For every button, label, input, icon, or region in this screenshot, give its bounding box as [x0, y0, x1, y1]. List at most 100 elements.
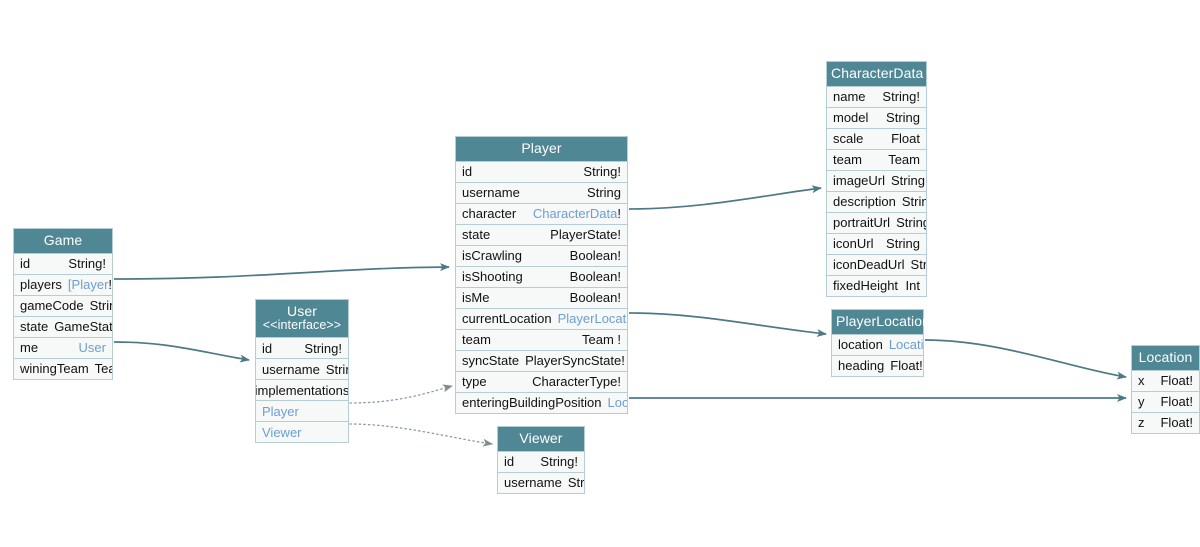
field-row[interactable]: z Float! [1132, 411, 1199, 433]
field-type: String [910, 257, 926, 273]
field-row[interactable]: Viewer [256, 421, 348, 443]
field-name: id [262, 340, 273, 356]
field-name: fixedHeight [833, 278, 899, 294]
field-name: enteringBuildingPosition [462, 395, 602, 411]
field-row[interactable]: gameCode String! [14, 294, 112, 316]
field-type: Float! [1160, 394, 1193, 410]
field-name: id [462, 164, 473, 180]
field-row[interactable]: isShooting Boolean! [456, 265, 627, 287]
edge-player-character-to-characterdata [628, 185, 822, 210]
field-name: state [20, 319, 49, 335]
field-name: x [1138, 373, 1145, 389]
field-type: Float! [1160, 373, 1193, 389]
field-type: String! [583, 164, 621, 180]
entity-header-characterdata: CharacterData [827, 62, 926, 86]
field-type: String [891, 173, 925, 189]
field-type: String! [68, 256, 106, 272]
field-name: players [20, 277, 62, 293]
field-name: isShooting [462, 269, 523, 285]
field-name: syncState [462, 353, 520, 369]
field-type: Int [905, 278, 920, 294]
entity-user[interactable]: User<<interface>>idString!usernameString… [255, 299, 349, 444]
field-type: Boolean! [569, 269, 621, 285]
entity-header-player: Player [456, 137, 627, 161]
field-type: Boolean! [569, 248, 621, 264]
field-row[interactable]: implementations [256, 379, 348, 401]
field-row[interactable]: Player [256, 400, 348, 422]
field-row[interactable]: stateGameState! [14, 315, 112, 337]
field-type: String! [89, 298, 112, 314]
field-name: Player [262, 403, 299, 419]
field-row[interactable]: heading Float! [832, 354, 923, 376]
field-type: Location [607, 395, 627, 411]
field-name: heading [838, 358, 885, 374]
field-type: CharacterData! [532, 206, 621, 222]
entity-playerlocation[interactable]: PlayerLocation locationLocation! heading Fl… [831, 309, 930, 377]
field-type: PlayerSyncState! [525, 353, 625, 369]
entity-title: Game [43, 232, 83, 248]
edge-user-viewer-implementation [349, 423, 493, 447]
field-row[interactable]: iconDeadUrlString [827, 253, 926, 275]
field-name: character [462, 206, 517, 222]
field-type: Team [888, 152, 920, 168]
field-row[interactable]: x Float! [1132, 369, 1199, 391]
field-row[interactable]: syncState PlayerSyncState! [456, 349, 627, 371]
field-row[interactable]: descriptionString [827, 190, 926, 212]
entity-title: Player [521, 140, 562, 156]
field-type: String! [540, 454, 578, 470]
field-type: String! [882, 89, 920, 105]
field-type: Float! [890, 358, 923, 374]
field-row[interactable]: winingTeamTeam [14, 357, 112, 379]
field-type: String [896, 215, 926, 231]
field-row[interactable]: locationLocation! [832, 333, 923, 355]
field-row[interactable]: players[Player!] [14, 273, 112, 295]
field-name: gameCode [20, 298, 84, 314]
field-row[interactable]: currentLocationPlayerLocation! [456, 307, 627, 329]
field-row[interactable]: id String! [456, 160, 627, 182]
field-row[interactable]: portraitUrl String [827, 211, 926, 233]
field-row[interactable]: character CharacterData! [456, 202, 627, 224]
entity-header-viewer: Viewer [498, 427, 584, 451]
entity-title: PlayerLocation [836, 313, 931, 329]
field-type: Float [891, 131, 920, 147]
field-name: description [833, 194, 896, 210]
field-name: username [262, 361, 320, 377]
field-name: state [462, 227, 491, 243]
field-name: implementations [256, 382, 348, 398]
field-type: Team [94, 361, 112, 377]
field-type: Float! [1160, 415, 1193, 431]
field-row[interactable]: fixedHeight Int [827, 274, 926, 296]
edge-player-currentlocation-to-playerlocation [628, 312, 827, 338]
edge-game-me-to-user [113, 341, 250, 363]
field-name: portraitUrl [833, 215, 891, 231]
field-type: Boolean! [569, 290, 621, 306]
field-row[interactable]: enteringBuildingPosition Location [456, 391, 627, 413]
field-type: CharacterType! [532, 374, 621, 390]
field-name: z [1138, 415, 1145, 431]
